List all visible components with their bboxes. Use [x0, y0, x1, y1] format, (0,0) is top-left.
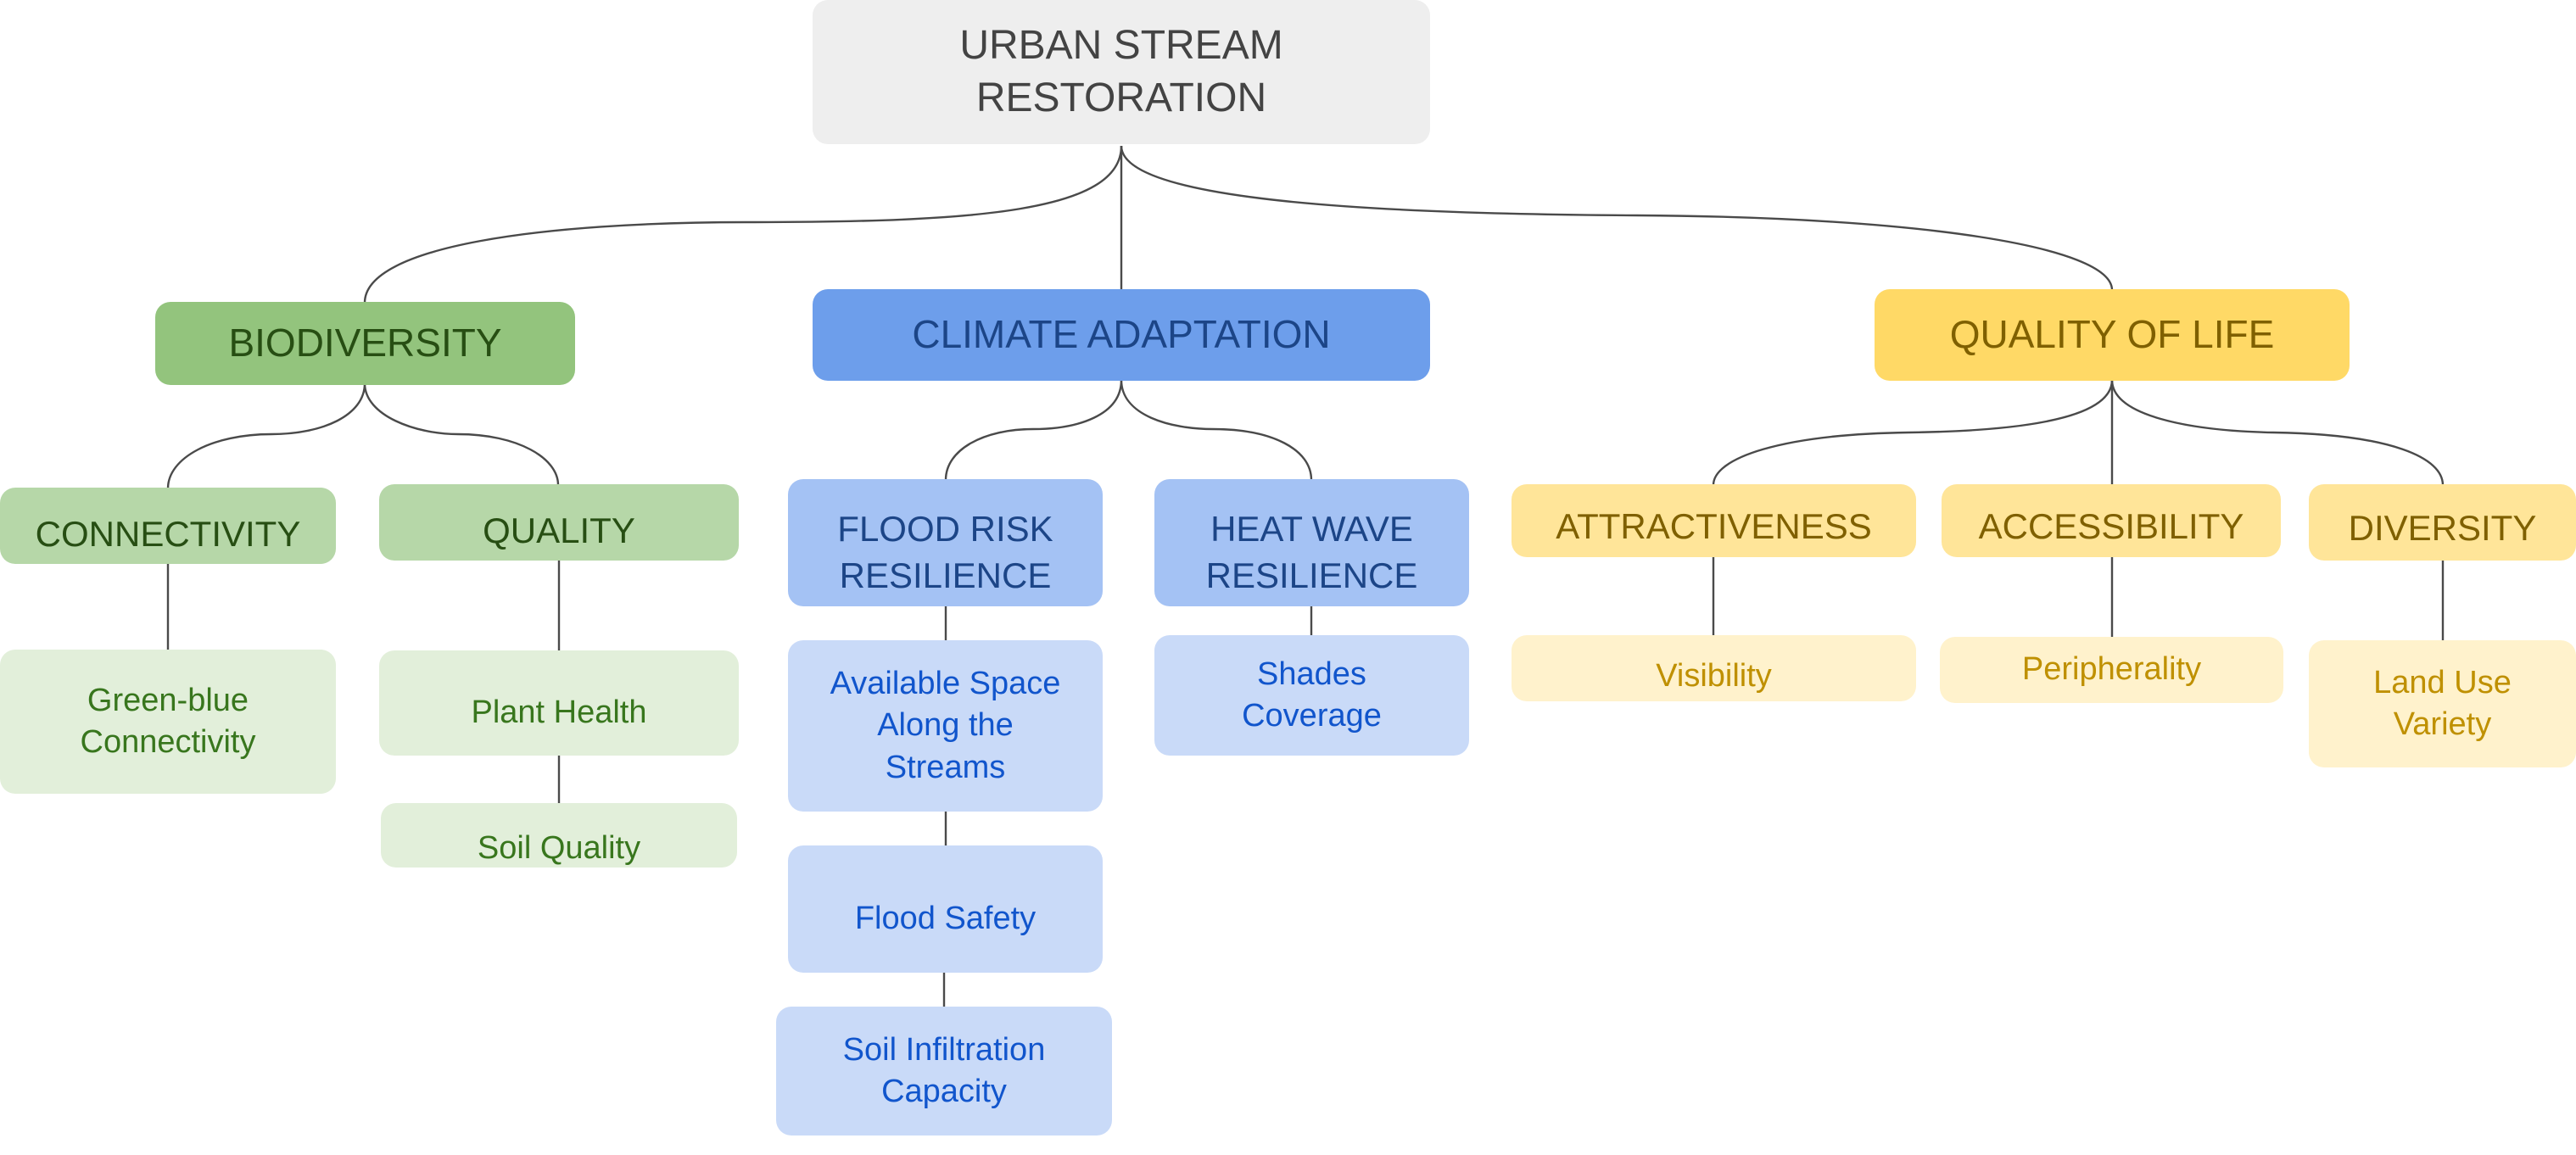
leaf-peripherality: Peripherality [1940, 637, 2283, 703]
sub-diversity-label: DIVERSITY [2348, 507, 2537, 548]
leaf-shades-coverage: Shades Coverage [1154, 635, 1469, 756]
leaf-shades-coverage-label: Shades Coverage [1242, 656, 1382, 734]
sub-quality-label: QUALITY [483, 510, 635, 550]
connector-climate-heat [1120, 379, 1313, 481]
connector-root-biodiversity [363, 145, 1123, 304]
sub-attractiveness-label: ATTRACTIVENESS [1556, 505, 1872, 546]
connector-biodiversity-connectivity [166, 382, 366, 489]
sub-accessibility-label: ACCESSIBILITY [1978, 505, 2244, 546]
sub-attractiveness: ATTRACTIVENESS [1512, 484, 1916, 557]
sub-flood-label: FLOOD RISK RESILIENCE [837, 509, 1053, 595]
leaf-visibility: Visibility [1512, 635, 1916, 701]
branch-climate-label: CLIMATE ADAPTATION [912, 312, 1331, 357]
sub-accessibility: ACCESSIBILITY [1942, 484, 2281, 557]
sub-connectivity: CONNECTIVITY [0, 488, 336, 564]
sub-flood-risk-resilience: FLOOD RISK RESILIENCE [788, 479, 1103, 606]
connector-biodiversity-quality [363, 382, 560, 486]
leaf-plant-health: Plant Health [379, 650, 739, 756]
leaf-soil-quality: Soil Quality [381, 803, 737, 868]
leaf-green-blue-connectivity-label: Green-blue Connectivity [80, 682, 256, 760]
connector-root-quality-of-life [1120, 145, 2114, 291]
leaf-flood-safety: Flood Safety [788, 845, 1103, 973]
leaf-soil-infiltration: Soil Infiltration Capacity [776, 1007, 1112, 1135]
sub-connectivity-label: CONNECTIVITY [35, 513, 301, 554]
sub-diversity: DIVERSITY [2309, 484, 2576, 561]
leaf-plant-health-label: Plant Health [471, 695, 647, 731]
sub-heat-wave-resilience: HEAT WAVE RESILIENCE [1154, 479, 1469, 606]
branch-biodiversity-label: BIODIVERSITY [228, 321, 502, 365]
sub-heat-label: HEAT WAVE RESILIENCE [1205, 509, 1418, 595]
leaf-soil-infiltration-label: Soil Infiltration Capacity [842, 1031, 1046, 1109]
branch-qol-label: QUALITY OF LIFE [1949, 312, 2275, 357]
sub-quality: QUALITY [379, 484, 739, 561]
leaf-peripherality-label: Peripherality [2021, 651, 2202, 688]
connector-qol-attractiveness [1712, 379, 2114, 486]
branch-biodiversity: BIODIVERSITY [155, 302, 575, 385]
connector-climate-flood [944, 379, 1123, 481]
leaf-green-blue-connectivity: Green-blue Connectivity [0, 650, 336, 794]
leaf-land-use-variety: Land Use Variety [2309, 640, 2576, 767]
leaf-flood-safety-label: Flood Safety [854, 901, 1037, 937]
leaf-available-space-label: Available Space Along the Streams [830, 665, 1061, 785]
leaf-visibility-label: Visibility [1656, 658, 1772, 695]
branch-quality-of-life: QUALITY OF LIFE [1875, 289, 2350, 381]
leaf-land-use-variety-label: Land Use Variety [2373, 664, 2512, 742]
branch-climate-adaptation: CLIMATE ADAPTATION [813, 289, 1430, 381]
leaf-soil-quality-label: Soil Quality [477, 830, 641, 867]
root-node: URBAN STREAM RESTORATION [813, 0, 1430, 144]
leaf-available-space: Available Space Along the Streams [788, 640, 1103, 812]
root-label: URBAN STREAM RESTORATION [959, 22, 1283, 120]
connector-qol-diversity [2110, 379, 2445, 486]
